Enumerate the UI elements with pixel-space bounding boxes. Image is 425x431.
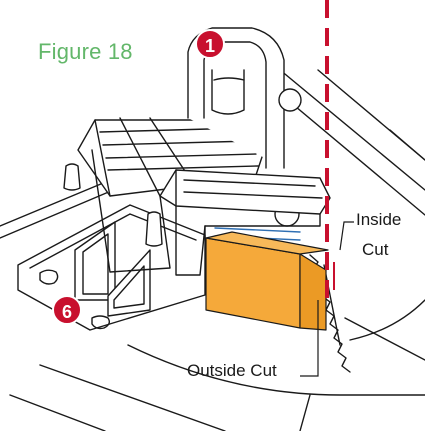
workpiece-block (205, 231, 329, 331)
guide-handle (187, 27, 302, 169)
callout-badge-6: 6 (52, 295, 82, 325)
cut-line (325, 0, 335, 300)
carriage-body (77, 117, 331, 276)
inside-cut-label-line2: Cut (362, 240, 389, 259)
figure-title: Figure 18 (38, 39, 133, 64)
outside-cut-label: Outside Cut (187, 361, 277, 380)
leader-lines (300, 221, 354, 377)
inside-cut-label-line1: Inside (356, 210, 402, 229)
callout-badge-1: 1 (195, 29, 225, 59)
